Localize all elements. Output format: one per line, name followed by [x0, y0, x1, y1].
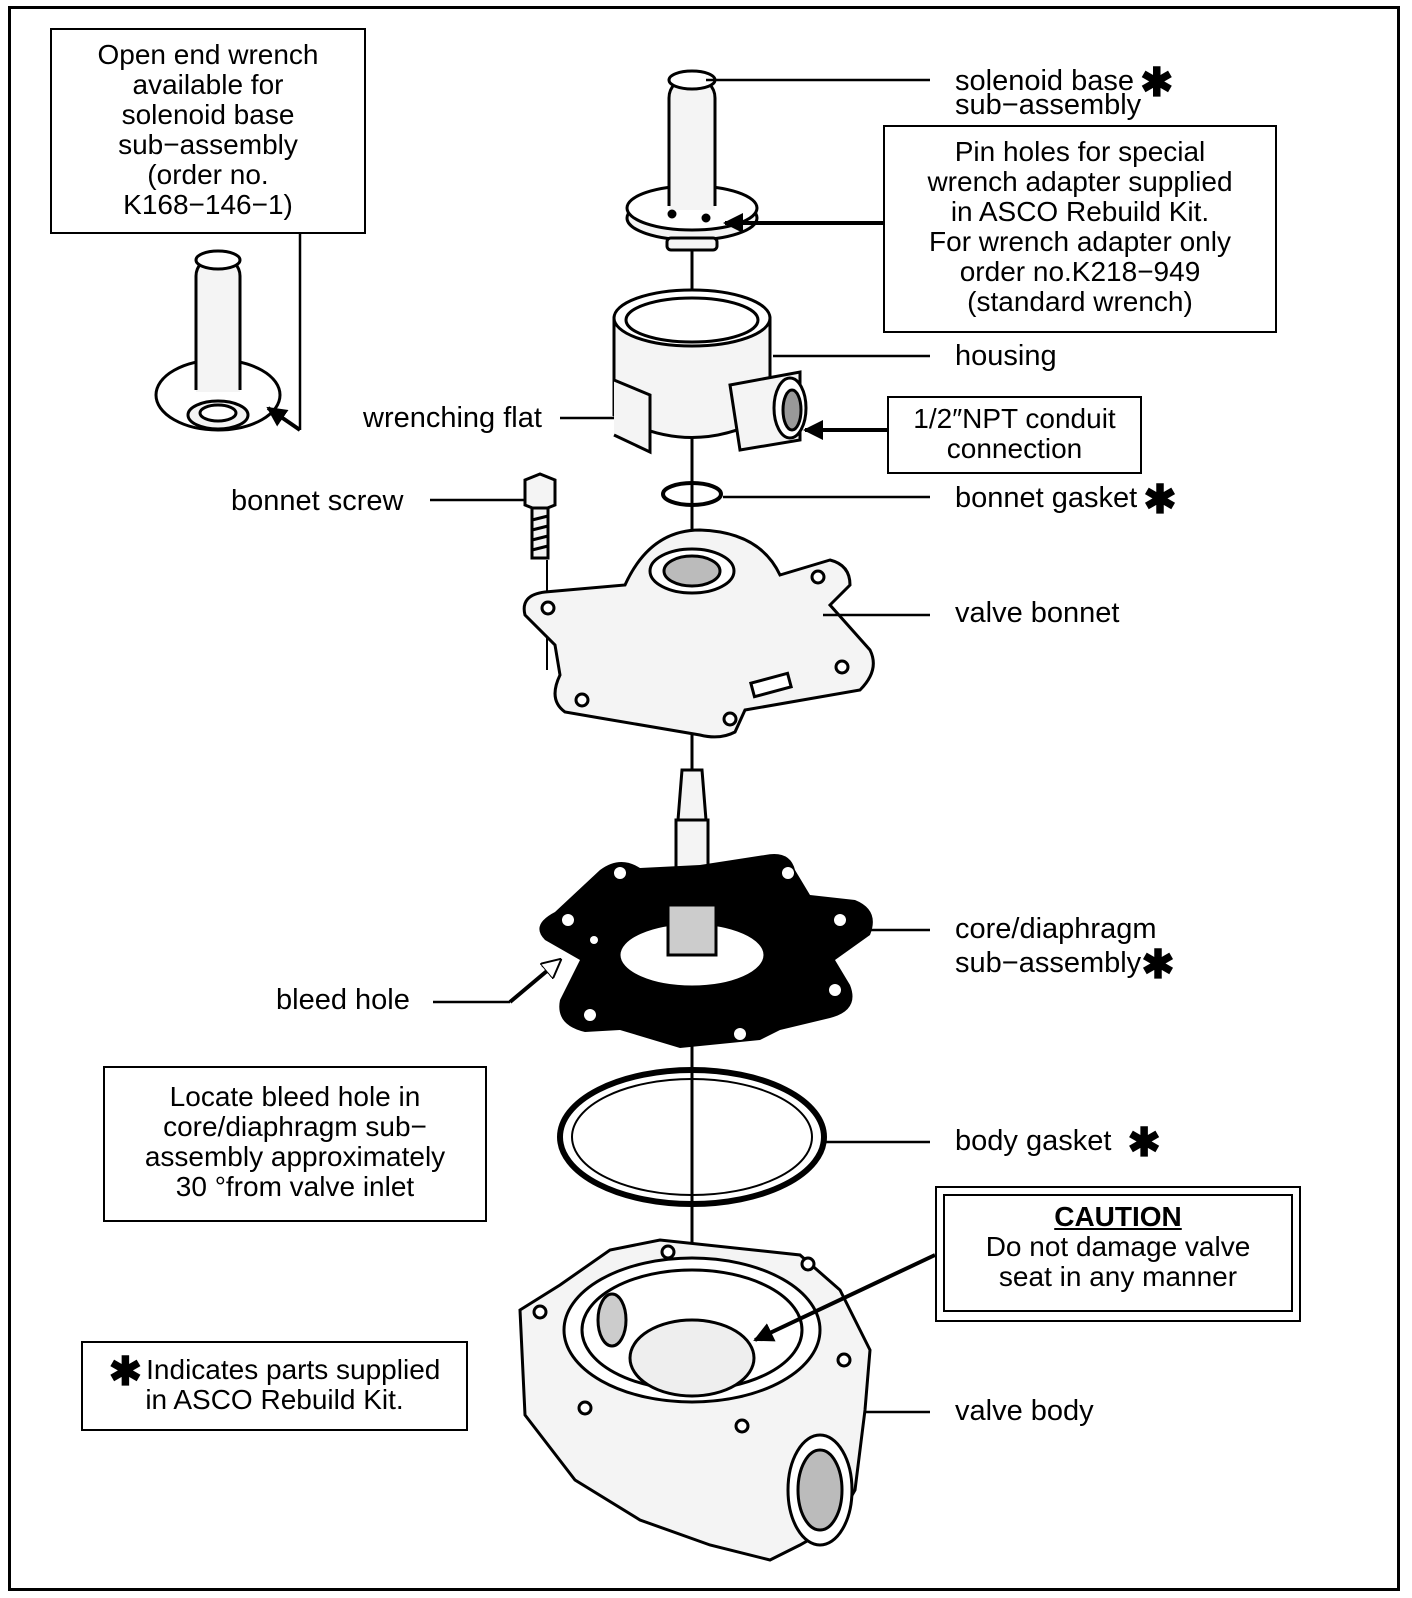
bonnet-gasket-part: [661, 481, 723, 507]
caution-box: CAUTION Do not damage valve seat in any …: [935, 1186, 1301, 1322]
label-housing: housing: [955, 340, 1057, 372]
body-gasket-part: [557, 1067, 827, 1207]
wrench-note-box: Open end wrench available for solenoid b…: [50, 28, 366, 234]
wrench-solenoid-base-part: [154, 249, 282, 432]
label-bonnet-gasket: bonnet gasket✱: [955, 480, 1177, 520]
label-solenoid-base: solenoid base✱ sub−assembly: [955, 63, 1174, 126]
bleed-note-line: assembly approximately: [144, 1141, 446, 1172]
legend-line: ✱Indicates parts supplied: [83, 1352, 466, 1392]
label-wrenching-flat: wrenching flat: [363, 402, 542, 434]
label-valve-bonnet: valve bonnet: [955, 597, 1120, 629]
wrench-note-line: K168−146−1): [123, 189, 293, 220]
diagram-frame: [8, 6, 1400, 1591]
caution-line: Do not damage valve: [985, 1231, 1251, 1262]
legend-box: ✱Indicates parts supplied in ASCO Rebuil…: [81, 1341, 468, 1431]
conduit-line: 1/2″NPT conduit: [913, 403, 1116, 434]
label-core-diaphragm-line1: core/diaphragm: [955, 913, 1157, 945]
wrench-note-line: available for: [132, 69, 284, 100]
leader-lines: [266, 78, 936, 1414]
pin-holes-line: in ASCO Rebuild Kit.: [950, 196, 1210, 227]
label-solenoid-base-line1: solenoid base: [955, 65, 1134, 97]
asterisk-icon: ✱: [108, 1350, 143, 1394]
label-core-diaphragm: core/diaphragm sub−assembly✱: [955, 913, 1175, 985]
asterisk-icon: ✱: [1141, 943, 1175, 987]
label-bonnet-screw: bonnet screw: [231, 485, 404, 517]
pin-holes-line: (standard wrench): [967, 286, 1193, 317]
bleed-note-line: Locate bleed hole in: [169, 1081, 421, 1112]
pin-holes-line: order no.K218−949: [959, 256, 1201, 287]
pin-holes-line: For wrench adapter only: [929, 226, 1231, 257]
label-valve-body: valve body: [955, 1395, 1094, 1427]
housing-part: [612, 288, 808, 455]
label-body-gasket: body gasket ✱: [955, 1123, 1161, 1163]
caution-heading: CAUTION: [1054, 1201, 1182, 1232]
wrench-note-line: solenoid base: [121, 99, 295, 130]
conduit-box: 1/2″NPT conduit connection: [887, 396, 1142, 474]
wrench-note-line: (order no.: [147, 159, 269, 190]
pin-holes-line: wrench adapter supplied: [927, 166, 1233, 197]
bleed-note-box: Locate bleed hole in core/diaphragm sub−…: [103, 1066, 487, 1222]
wrench-note-line: Open end wrench: [97, 39, 319, 70]
bleed-note-line: 30 °from valve inlet: [175, 1171, 415, 1202]
pin-holes-line: Pin holes for special: [954, 136, 1206, 167]
asterisk-icon: ✱: [1127, 1121, 1161, 1165]
label-core-diaphragm-line2: sub−assembly: [955, 947, 1142, 979]
bleed-note-line: core/diaphragm sub−: [163, 1111, 427, 1142]
valve-body-part: [518, 1238, 872, 1562]
asterisk-icon: ✱: [1139, 61, 1174, 105]
valve-bonnet-part: [522, 528, 875, 739]
caution-line: seat in any manner: [998, 1261, 1238, 1292]
label-bonnet-gasket-text: bonnet gasket: [955, 482, 1138, 514]
conduit-line: connection: [946, 433, 1083, 464]
legend-line: in ASCO Rebuild Kit.: [145, 1384, 404, 1415]
label-body-gasket-text: body gasket: [955, 1125, 1112, 1157]
legend-text: Indicates parts supplied: [146, 1354, 441, 1385]
label-solenoid-base-line2: sub−assembly: [955, 89, 1142, 121]
asterisk-icon: ✱: [1143, 478, 1177, 522]
caution-inner-frame: CAUTION Do not damage valve seat in any …: [943, 1194, 1293, 1312]
diaphragm-part: [539, 854, 873, 1048]
wrench-note-line: sub−assembly: [118, 129, 298, 160]
pin-holes-box: Pin holes for special wrench adapter sup…: [883, 125, 1277, 333]
label-bleed-hole: bleed hole: [276, 984, 410, 1016]
